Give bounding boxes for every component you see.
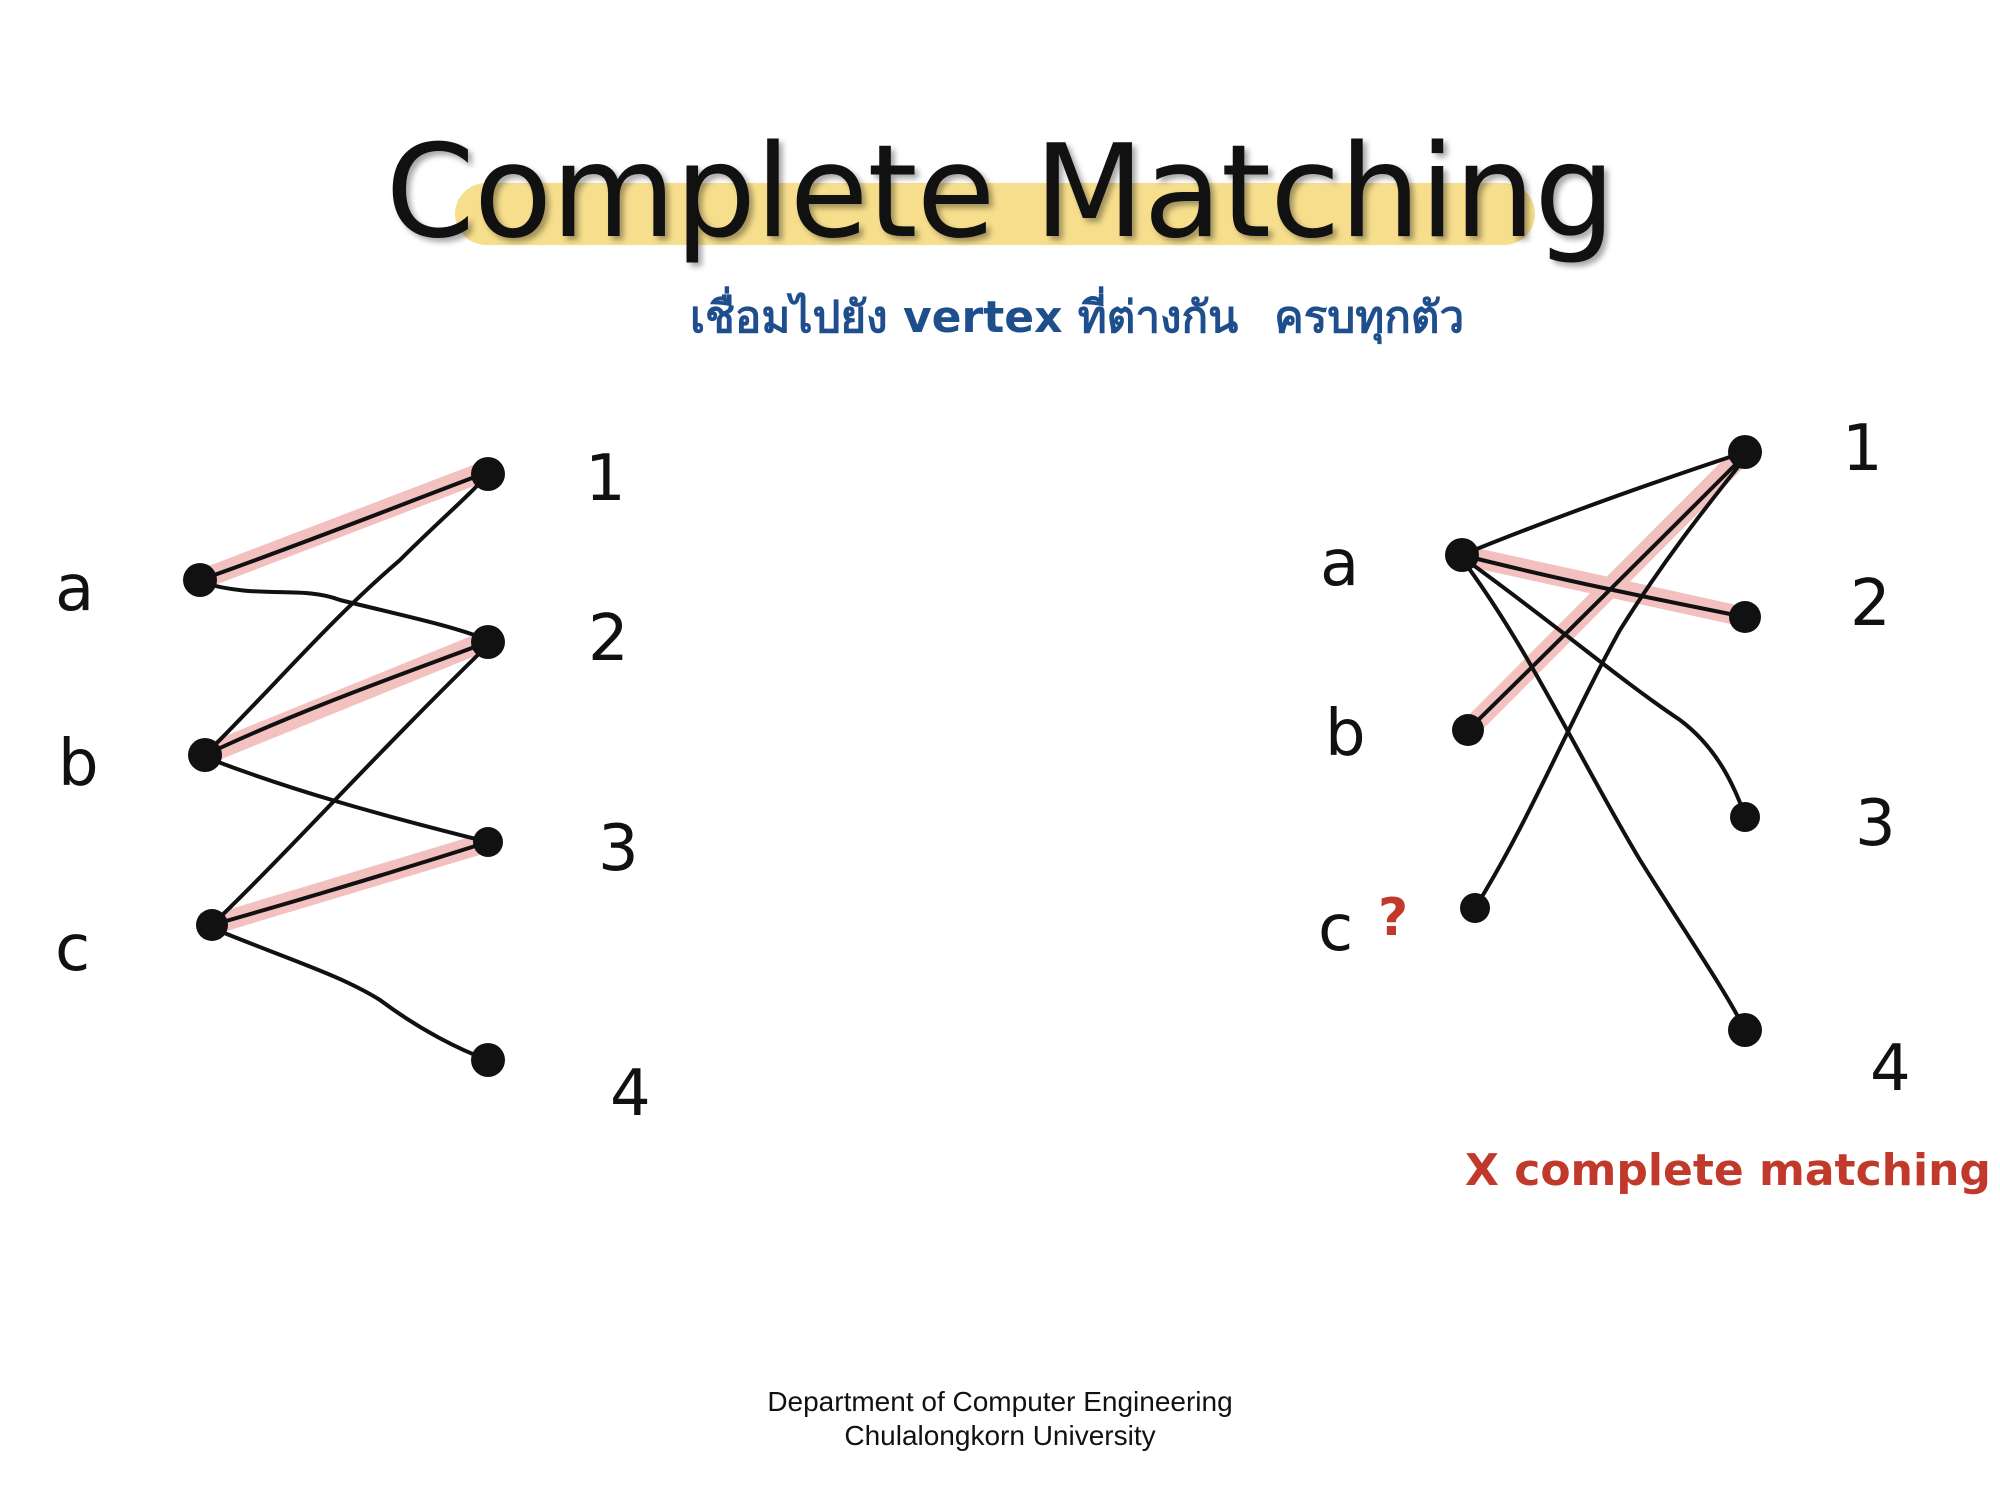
footer-line-2: Chulalongkorn University [844,1420,1156,1451]
right-vertex-2 [1729,601,1761,633]
left-vertex-4 [471,1043,505,1077]
left-label-4: 4 [610,1057,651,1131]
right-edge-a4 [1460,557,1747,1032]
right-vertex-b [1452,714,1484,746]
left-edge-c3 [210,840,490,927]
left-edge-a1 [198,470,490,582]
subtitle: เชื่อมไปยัง vertex ที่ต่างกัน ครบทุกตัว [690,282,1500,352]
left-label-a: a [55,552,94,626]
left-vertex-c [196,909,228,941]
left-vertex-b [188,738,222,772]
left-label-b: b [58,727,99,801]
right-label-1: 1 [1842,412,1883,486]
left-edge-b2 [203,640,490,757]
subtitle-part-2: ครบทุกตัว [1274,292,1465,343]
left-vertex-2 [471,625,505,659]
right-label-b: b [1325,697,1366,771]
right-label-4: 4 [1870,1032,1911,1106]
footer: Department of Computer Engineering Chula… [0,1385,2000,1453]
left-vertex-a [183,563,217,597]
left-edge-b3 [203,755,490,844]
right-question-mark: ? [1378,888,1408,948]
right-vertices [1445,435,1762,1047]
left-edge-b1 [203,472,490,757]
left-vertices [183,457,505,1077]
left-vertex-3 [473,827,503,857]
right-edge-c1 [1473,456,1747,910]
left-label-1: 1 [585,442,626,516]
left-edge-c4 [210,926,490,1062]
left-graph: a b c 1 2 3 4 [55,442,651,1131]
right-label-c: c [1318,892,1353,966]
footer-line-1: Department of Computer Engineering [767,1386,1233,1417]
right-label-2: 2 [1850,567,1891,641]
right-label-a: a [1320,527,1359,601]
left-edge-c2 [210,643,490,927]
right-label-3: 3 [1855,787,1896,861]
right-vertex-1 [1728,435,1762,469]
right-vertex-c [1460,893,1490,923]
right-vertex-3 [1730,802,1760,832]
left-label-c: c [55,912,90,986]
title-area: Complete Matching [0,118,2000,268]
left-vertex-1 [471,457,505,491]
page-title: Complete Matching [385,118,1615,267]
right-edge-b1 [1466,453,1747,732]
verdict-text: X complete matching [1465,1145,1991,1196]
left-label-3: 3 [598,812,639,886]
left-edges [198,470,490,1062]
right-edge-a1 [1460,450,1747,557]
left-label-2: 2 [588,602,629,676]
right-vertex-4 [1728,1013,1762,1047]
right-edges [1460,450,1747,1032]
right-vertex-a [1445,538,1479,572]
right-edge-a3 [1460,555,1747,817]
subtitle-part-1: เชื่อมไปยัง vertex ที่ต่างกัน [690,292,1239,343]
left-edge-a2 [198,580,490,642]
right-matching-highlights [1452,442,1755,740]
right-graph: a b c ? 1 2 3 4 X complete matching [1318,412,1991,1196]
title-highlight [455,183,1535,245]
